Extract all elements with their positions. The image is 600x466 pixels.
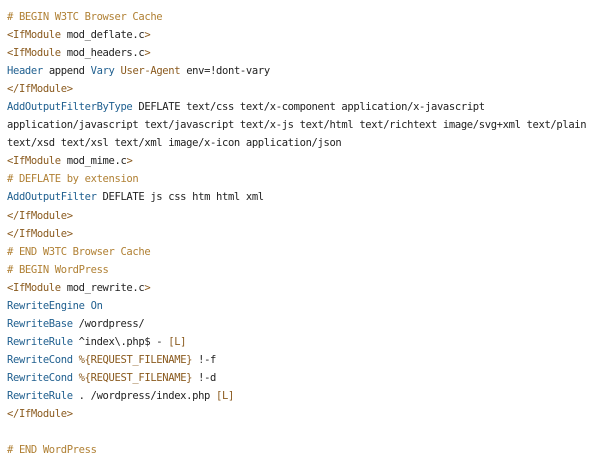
code-directive: On [90, 299, 103, 312]
code-comment: # END WordPress [7, 444, 97, 457]
code-token: [L] [216, 389, 234, 402]
code-text: mod_deflate.c [60, 29, 145, 42]
code-line: Header append Vary User-Agent env=!dont-… [7, 62, 597, 80]
code-directive: Header [7, 65, 43, 78]
code-tag: </IfModule> [7, 227, 73, 240]
code-line [7, 423, 597, 441]
code-line: RewriteCond %{REQUEST_FILENAME} !-d [7, 369, 597, 387]
code-directive: AddOutputFilterByType [7, 101, 133, 114]
code-line: AddOutputFilterByType DEFLATE text/css t… [7, 98, 597, 116]
code-line: </IfModule> [7, 405, 597, 423]
code-token: User-Agent [120, 65, 181, 78]
code-tag: <IfModule [7, 47, 61, 60]
code-line: # DEFLATE by extension [7, 170, 597, 188]
code-directive: RewriteCond [7, 371, 73, 384]
code-line: RewriteEngine On [7, 297, 597, 315]
code-tag: > [126, 155, 133, 168]
code-tag: </IfModule> [7, 209, 73, 222]
code-directive: RewriteBase [7, 317, 73, 330]
code-line: <IfModule mod_rewrite.c> [7, 279, 597, 297]
code-tag: > [144, 281, 151, 294]
code-line: </IfModule> [7, 207, 597, 225]
code-token: %{REQUEST_FILENAME} [78, 353, 193, 366]
code-line: RewriteRule . /wordpress/index.php [L] [7, 387, 597, 405]
code-text: text/xsd text/xsl text/xml image/x-icon … [7, 137, 342, 150]
code-line: RewriteCond %{REQUEST_FILENAME} !-f [7, 351, 597, 369]
code-line: # END W3TC Browser Cache [7, 243, 597, 261]
code-directive: AddOutputFilter [7, 191, 97, 204]
code-directive: RewriteRule [7, 389, 73, 402]
code-comment: # DEFLATE by extension [7, 173, 139, 186]
code-text: application/javascript text/javascript t… [7, 119, 587, 132]
code-line: </IfModule> [7, 80, 597, 98]
code-directive: RewriteEngine [7, 299, 85, 312]
code-directive: Vary [90, 65, 115, 78]
code-comment: # BEGIN WordPress [7, 263, 109, 276]
code-tag: </IfModule> [7, 408, 73, 421]
code-line: # END WordPress [7, 441, 597, 459]
code-text: !-d [192, 371, 217, 384]
code-text: /wordpress/ [72, 317, 145, 330]
code-line: # BEGIN W3TC Browser Cache [7, 8, 597, 26]
code-line: AddOutputFilter DEFLATE js css htm html … [7, 188, 597, 206]
code-line: </IfModule> [7, 225, 597, 243]
code-comment: # BEGIN W3TC Browser Cache [7, 11, 163, 23]
code-directive: RewriteCond [7, 353, 73, 366]
code-line: RewriteRule ^index\.php$ - [L] [7, 333, 597, 351]
code-token: %{REQUEST_FILENAME} [78, 371, 193, 384]
code-text: mod_rewrite.c [60, 281, 145, 294]
code-text: ^index\.php$ - [72, 335, 169, 348]
code-line: <IfModule mod_deflate.c> [7, 26, 597, 44]
code-token: [L] [168, 335, 187, 348]
code-line: <IfModule mod_mime.c> [7, 152, 597, 170]
code-line: application/javascript text/javascript t… [7, 116, 597, 134]
code-text: !-f [192, 353, 217, 366]
code-tag: </IfModule> [7, 83, 73, 96]
code-comment: # END W3TC Browser Cache [7, 245, 151, 258]
code-text: append [42, 65, 91, 78]
code-text: mod_headers.c [60, 47, 145, 60]
code-directive: RewriteRule [7, 335, 73, 348]
code-line: # BEGIN WordPress [7, 261, 597, 279]
code-tag: <IfModule [7, 155, 61, 168]
code-tag: <IfModule [7, 29, 61, 42]
code-text: . /wordpress/index.php [72, 389, 217, 402]
code-tag: <IfModule [7, 281, 61, 294]
code-text: mod_mime.c [60, 155, 127, 168]
code-text: DEFLATE text/css text/x-component applic… [132, 101, 485, 114]
code-line: <IfModule mod_headers.c> [7, 44, 597, 62]
code-tag: > [144, 29, 151, 42]
code-text: DEFLATE js css htm html xml [96, 191, 265, 204]
code-line: text/xsd text/xsl text/xml image/x-icon … [7, 134, 597, 152]
code-tag: > [144, 47, 151, 60]
htaccess-code-block: # BEGIN W3TC Browser Cache <IfModule mod_… [7, 8, 597, 459]
code-text: env=!dont-vary [180, 65, 270, 78]
code-line: RewriteBase /wordpress/ [7, 315, 597, 333]
